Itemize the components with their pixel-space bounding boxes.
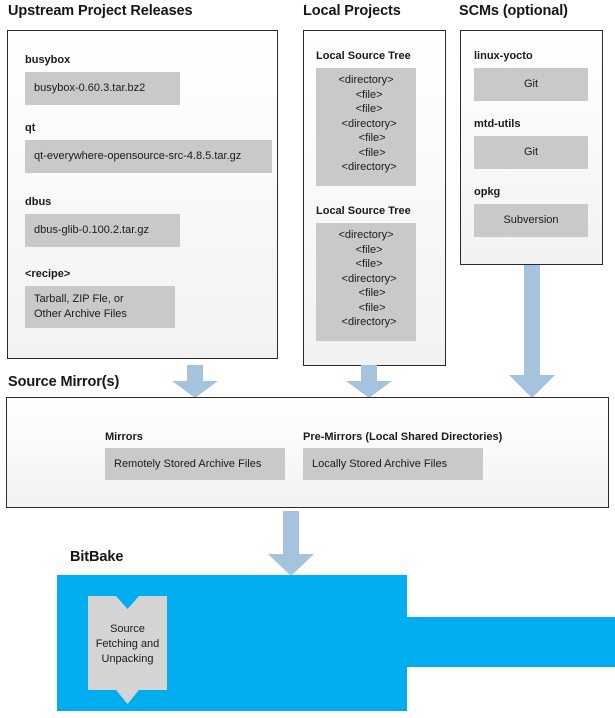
local-projects-column-title: Local Projects bbox=[303, 3, 401, 19]
badge-line-1: Source bbox=[110, 623, 145, 635]
local-source-tree-listing-2: <directory> <file> <file> <directory> <f… bbox=[316, 223, 416, 341]
upstream-value-recipe-line-2: Other Archive Files bbox=[34, 307, 127, 320]
tree-row: <file> bbox=[349, 103, 383, 116]
upstream-value-dbus: dbus-glib-0.100.2.tar.gz bbox=[25, 214, 180, 247]
tree-row: <directory> bbox=[335, 117, 397, 130]
tree-row: <directory> bbox=[338, 229, 394, 241]
scms-value-mtd-utils: Git bbox=[474, 136, 588, 169]
upstream-group-label-recipe: <recipe> bbox=[25, 268, 71, 280]
source-fetching-badge-text: Source Fetching and Unpacking bbox=[88, 622, 167, 667]
tree-row: <file> bbox=[349, 88, 383, 101]
badge-line-2: Fetching and bbox=[95, 637, 160, 650]
arrow-local-projects-to-mirrors bbox=[346, 365, 392, 398]
upstream-value-busybox: busybox-0.60.3.tar.bz2 bbox=[25, 72, 180, 105]
source-fetching-badge: Source Fetching and Unpacking bbox=[88, 596, 167, 709]
scms-value-opkg: Subversion bbox=[474, 204, 588, 237]
upstream-value-recipe: Tarball, ZIP Fle, or Other Archive Files bbox=[25, 286, 175, 328]
scms-column-title: SCMs (optional) bbox=[459, 3, 568, 19]
arrow-mirrors-to-bitbake bbox=[268, 511, 314, 576]
upstream-value-recipe-line-1: Tarball, ZIP Fle, or bbox=[34, 293, 124, 305]
scms-group-label-opkg: opkg bbox=[474, 186, 501, 198]
tree-row: <file> bbox=[349, 243, 383, 256]
tree-row: <directory> bbox=[335, 161, 397, 174]
upstream-value-qt: qt-everywhere-opensource-src-4.8.5.tar.g… bbox=[25, 140, 272, 173]
source-mirrors-group-label-pre-mirrors: Pre-Mirrors (Local Shared Directories) bbox=[303, 431, 503, 443]
local-projects-group-label-2: Local Source Tree bbox=[316, 205, 411, 217]
tree-row: <directory> bbox=[335, 272, 397, 285]
upstream-group-label-dbus: dbus bbox=[25, 196, 52, 208]
local-source-tree-listing-1: <directory> <file> <file> <directory> <f… bbox=[316, 68, 416, 186]
scms-group-label-mtd-utils: mtd-utils bbox=[474, 118, 521, 130]
arrow-scms-to-mirrors bbox=[509, 265, 555, 398]
upstream-group-label-qt: qt bbox=[25, 122, 36, 134]
tree-row: <file> bbox=[346, 132, 386, 145]
tree-row: <file> bbox=[349, 258, 383, 271]
source-mirrors-title: Source Mirror(s) bbox=[8, 374, 120, 390]
source-mirrors-group-label-mirrors: Mirrors bbox=[105, 431, 143, 443]
upstream-column-title: Upstream Project Releases bbox=[8, 3, 193, 19]
tree-row: <directory> bbox=[338, 74, 394, 86]
upstream-group-label-busybox: busybox bbox=[25, 54, 71, 66]
source-mirrors-value-mirrors: Remotely Stored Archive Files bbox=[105, 448, 285, 480]
bitbake-shape bbox=[57, 575, 615, 716]
scms-value-linux-yocto: Git bbox=[474, 68, 588, 101]
source-mirrors-value-pre-mirrors: Locally Stored Archive Files bbox=[303, 448, 483, 480]
scms-group-label-linux-yocto: linux-yocto bbox=[474, 50, 533, 62]
local-projects-group-label-1: Local Source Tree bbox=[316, 50, 411, 62]
badge-line-3: Unpacking bbox=[101, 652, 154, 665]
bitbake-title: BitBake bbox=[70, 549, 124, 565]
arrow-upstream-to-mirrors bbox=[172, 365, 218, 398]
tree-row: <file> bbox=[346, 301, 386, 314]
tree-row: <directory> bbox=[335, 316, 397, 329]
tree-row: <file> bbox=[346, 146, 386, 159]
tree-row: <file> bbox=[346, 287, 386, 300]
